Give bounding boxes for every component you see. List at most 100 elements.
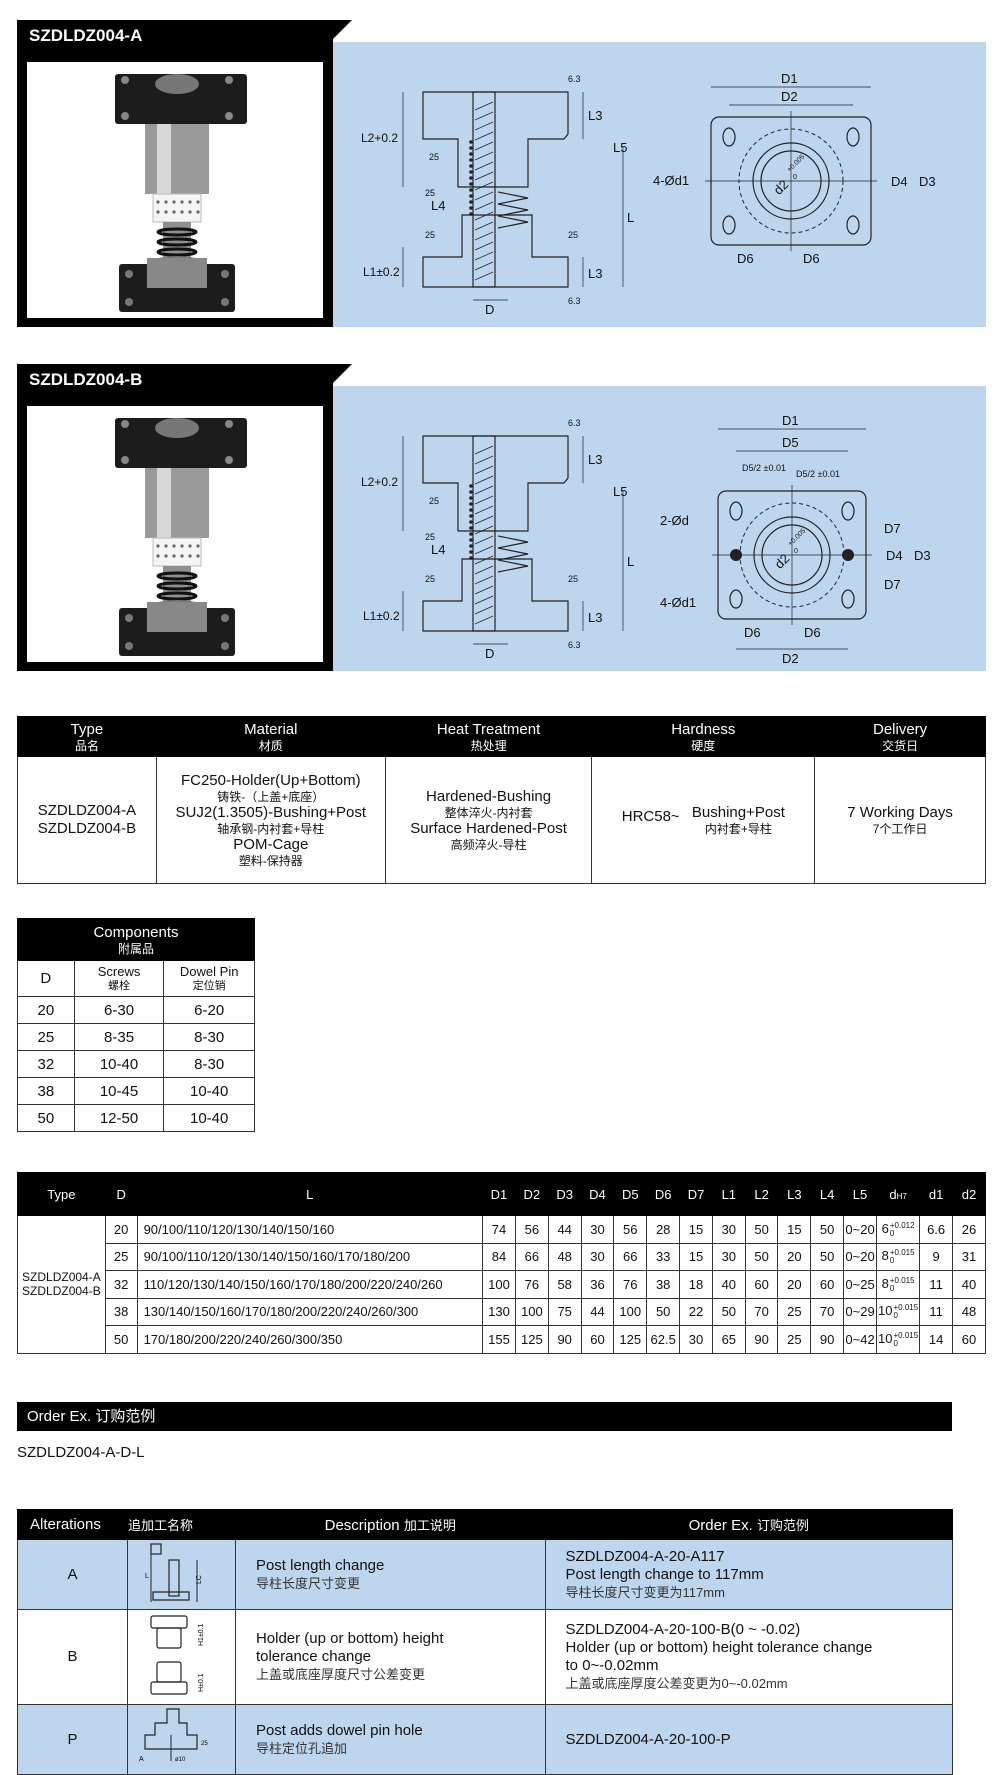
header-en: Delivery: [873, 720, 928, 738]
label-d: D: [485, 646, 494, 661]
label-l2: L2+0.2: [361, 475, 398, 489]
ball-shape: [469, 520, 473, 524]
value-cell: 25: [777, 1325, 812, 1354]
roughness-63: 6.3: [568, 418, 581, 428]
hatch-line: [474, 585, 494, 595]
value-cell: 50: [744, 1215, 779, 1244]
alteration-code: A: [17, 1539, 128, 1610]
hatch-line: [474, 261, 494, 271]
hatch-line: [474, 211, 494, 221]
column-header: D7: [679, 1172, 713, 1216]
table-cell: 20: [17, 996, 75, 1024]
ball-shape: [469, 146, 473, 150]
fig-dia-label: ø10: [175, 1757, 186, 1763]
column-header: D2: [514, 1172, 549, 1216]
d2-cell: 31: [952, 1242, 986, 1271]
d1-cell: 11: [919, 1297, 954, 1326]
bottom-neck-shape: [147, 258, 207, 288]
ball-shape: [172, 544, 176, 548]
dh7-upper: +0.015: [893, 1330, 919, 1340]
bottom-neck-shape: [147, 602, 207, 632]
hatch-line: [474, 475, 494, 485]
column-header: L2: [744, 1172, 779, 1216]
screw-hole-shape: [125, 298, 133, 306]
label-l4: L4: [431, 542, 445, 557]
table-cell: 6-20: [163, 996, 255, 1024]
screw-hole-shape: [225, 112, 233, 120]
label-l1: L1±0.2: [363, 265, 400, 279]
roughness-63b: 6.3: [568, 296, 581, 306]
hardness-part: Bushing+Post: [691, 804, 785, 821]
label-d6b: D6: [803, 251, 820, 266]
ball-shape: [469, 484, 473, 488]
section-b-tab-corner: [330, 364, 352, 386]
value-cell: 30: [711, 1215, 746, 1244]
ball-shape: [196, 210, 200, 214]
column-header: D1: [482, 1172, 516, 1216]
value-cell: 60: [744, 1270, 779, 1299]
label-d6a: D6: [737, 251, 754, 266]
table-cell: 10-40: [163, 1077, 255, 1105]
guide-post-section: [472, 435, 496, 632]
order-example-bar: Order Ex. 订购范例: [17, 1402, 952, 1431]
screw-hole: [729, 589, 743, 609]
value-cell: 33: [646, 1242, 681, 1271]
hatch-line: [474, 181, 494, 191]
column-header: D: [104, 1172, 138, 1216]
spring-coil-shape: [156, 237, 198, 247]
table-cell: 10-40: [73, 1050, 165, 1078]
roughness-25a: 25: [429, 496, 439, 506]
l-cell: 90/100/110/120/130/140/150/160/170/180/2…: [136, 1242, 484, 1271]
fig-lc-label: LC: [196, 1575, 203, 1584]
type-name: SZDLDZ004-A: [22, 1270, 101, 1285]
ball-shape: [469, 182, 473, 186]
ball-shape: [156, 554, 160, 558]
value-cell: 70: [810, 1297, 845, 1326]
label-d1: D1: [782, 413, 799, 428]
hatch-line: [474, 101, 494, 111]
hatch-line: [474, 151, 494, 161]
header-cn: 定位销: [192, 979, 226, 992]
value-cell: 36: [580, 1270, 615, 1299]
value-cell: 30: [580, 1215, 615, 1244]
d1-cell: 6.6: [919, 1215, 954, 1244]
hatch-line: [474, 191, 494, 201]
value-cell: 30: [711, 1242, 746, 1271]
value-cell: 0~20: [843, 1242, 878, 1271]
material-cell: FC250-Holder(Up+Bottom)铸铁-（上盖+底座）SUJ2(1.…: [155, 756, 386, 884]
bushing-shape: [145, 124, 209, 194]
ball-shape: [156, 210, 160, 214]
value-cell: 15: [679, 1242, 713, 1271]
screw-hole-shape: [125, 642, 133, 650]
screw-hole: [846, 215, 860, 235]
ball-shape: [180, 200, 184, 204]
spring-coil-shape: [156, 247, 198, 257]
value-cell: 56: [514, 1215, 549, 1244]
label-bore: d2: [772, 551, 793, 572]
d1-cell: 14: [919, 1325, 954, 1354]
hatch-line: [474, 111, 494, 121]
ball-shape: [469, 550, 473, 554]
material-cn: 轴承钢-内衬套+导柱: [217, 822, 325, 836]
d-cell: 38: [104, 1297, 138, 1326]
screw-hole-shape: [221, 642, 229, 650]
value-cell: 100: [482, 1270, 516, 1299]
value-cell: 100: [613, 1297, 648, 1326]
roughness-25b: 25: [425, 188, 435, 198]
product-photo-b: [27, 406, 323, 662]
label-bore-tol: +0.005: [786, 154, 806, 174]
ball-shape: [469, 514, 473, 518]
screw-hole-shape: [225, 420, 233, 428]
